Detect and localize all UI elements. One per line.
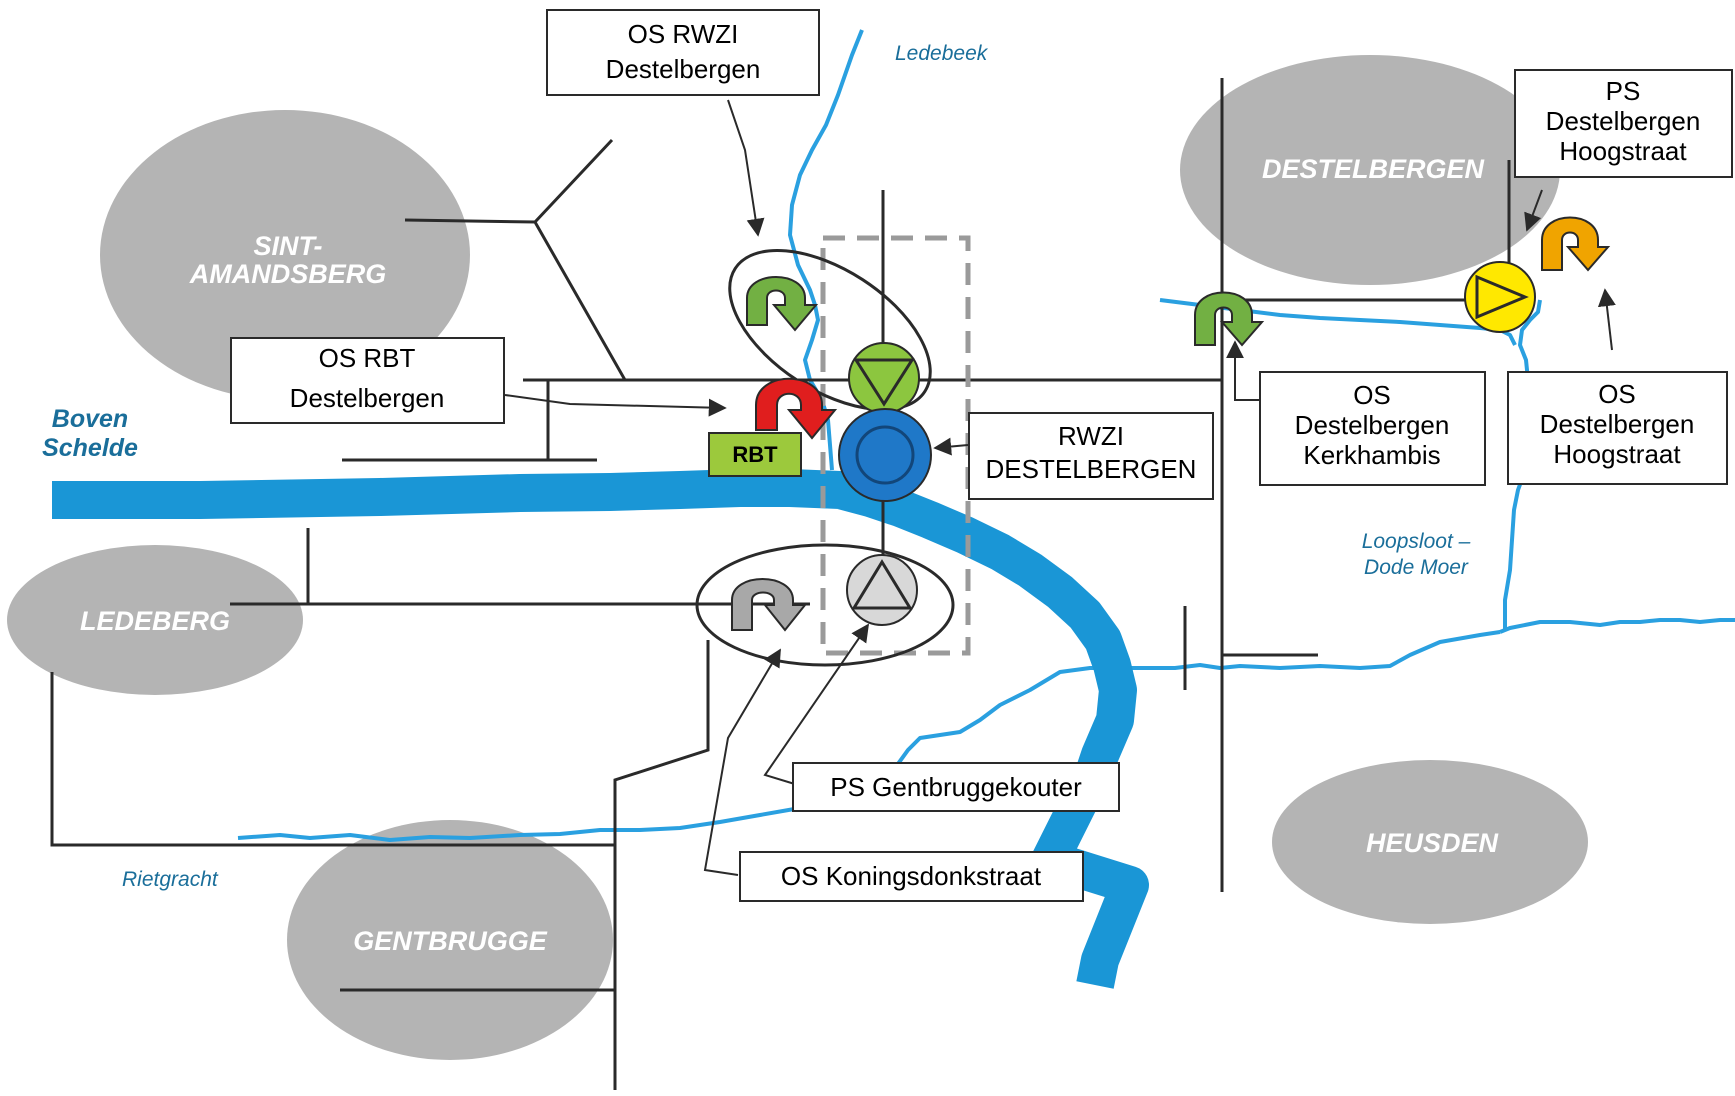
box-os-rwzi: OS RWZI Destelbergen	[546, 9, 820, 96]
rbt-box	[708, 432, 802, 477]
callout-pointers	[504, 99, 1616, 876]
ps-hoogstraat-pump-icon	[1464, 261, 1536, 333]
rietgracht-stream	[237, 630, 1501, 842]
area-label-heusden: HEUSDEN	[1366, 828, 1499, 858]
box-os-kerkhambis-line1: OS	[1353, 380, 1391, 410]
water-label-rietgracht: Rietgracht	[122, 868, 219, 891]
box-os-rbt: OS RBT Destelbergen	[230, 337, 505, 424]
area-label-sint-amandsberg-2: AMANDSBERG	[189, 259, 387, 289]
area-gentbrugge	[287, 820, 613, 1060]
os-rwzi-overflow-icon	[746, 276, 819, 332]
box-ps-gentbruggekouter-label: PS Gentbruggekouter	[830, 772, 1082, 802]
box-os-hoogstraat-line2: Destelbergen	[1540, 409, 1695, 439]
os-rbt-overflow-icon	[755, 377, 838, 440]
area-label-destelbergen: DESTELBERGEN	[1262, 154, 1485, 184]
box-os-hoogstraat-line3: Hoogstraat	[1553, 439, 1681, 469]
water-label-loopsloot-2: Dode Moer	[1364, 556, 1469, 579]
os-rwzi-group-ellipse	[728, 249, 932, 411]
box-os-hoogstraat: OS Destelbergen Hoogstraat	[1507, 371, 1728, 485]
box-os-kerkhambis-line2: Destelbergen	[1295, 410, 1450, 440]
box-os-kerkhambis-line3: Kerkhambis	[1303, 440, 1440, 470]
box-os-kerkhambis: OS Destelbergen Kerkhambis	[1259, 371, 1486, 486]
sewer-gentbrugge	[340, 606, 1187, 1090]
area-label-sint-amandsberg-1: SINT-	[253, 231, 322, 261]
area-heusden	[1272, 760, 1588, 924]
water-label-loopsloot-1: Loopsloot –	[1362, 530, 1471, 553]
os-hoogstraat-overflow-icon	[1541, 216, 1611, 272]
box-os-rwzi-line1: OS RWZI	[628, 19, 739, 49]
os-kerkhambis-overflow-icon	[1194, 291, 1265, 347]
koningsdonk-group-ellipse	[695, 543, 955, 667]
box-ps-hoogstraat-line1: PS	[1606, 76, 1641, 106]
box-ps-hoogstraat-line2: Destelbergen	[1546, 106, 1701, 136]
box-os-koningsdonkstraat: OS Koningsdonkstraat	[739, 851, 1084, 902]
sewer-sint-amandsberg-branch	[404, 138, 627, 381]
area-label-gentbrugge: GENTBRUGGE	[353, 926, 548, 956]
area-sint-amandsberg	[100, 110, 470, 400]
box-ps-gentbruggekouter: PS Gentbruggekouter	[792, 762, 1120, 812]
box-rwzi: RWZI DESTELBERGEN	[968, 412, 1214, 500]
box-os-rwzi-line2: Destelbergen	[606, 54, 761, 84]
box-os-rbt-line1: OS RBT	[319, 343, 416, 373]
sewer-destelbergen-vertical	[1220, 78, 1318, 892]
water-label-boven-schelde-1: Boven	[52, 405, 128, 433]
area-label-ledeberg: LEDEBERG	[80, 606, 230, 636]
box-rwzi-line1: RWZI	[1058, 421, 1124, 451]
box-os-hoogstraat-line1: OS	[1598, 379, 1636, 409]
rbt-label: RBT	[732, 442, 778, 467]
box-ps-hoogstraat: PS Destelbergen Hoogstraat	[1514, 69, 1733, 178]
water-label-boven-schelde-2: Schelde	[42, 434, 138, 462]
box-ps-hoogstraat-line3: Hoogstraat	[1559, 136, 1687, 166]
os-koningsdonkstraat-overflow-icon	[731, 578, 808, 632]
box-os-koningsdonkstraat-label: OS Koningsdonkstraat	[781, 861, 1042, 891]
box-rwzi-line2: DESTELBERGEN	[986, 454, 1197, 484]
areas	[7, 55, 1588, 1060]
ps-gentbruggekouter-pump-icon	[846, 554, 918, 626]
rwzi-pump-icon	[848, 342, 920, 414]
box-os-rbt-line2: Destelbergen	[290, 383, 445, 413]
area-ledeberg	[7, 545, 303, 695]
area-destelbergen	[1180, 55, 1560, 285]
water-label-ledebeek: Ledebeek	[895, 42, 989, 65]
sewer-ledeberg	[50, 528, 810, 847]
rwzi-treatment-icon	[838, 408, 932, 502]
